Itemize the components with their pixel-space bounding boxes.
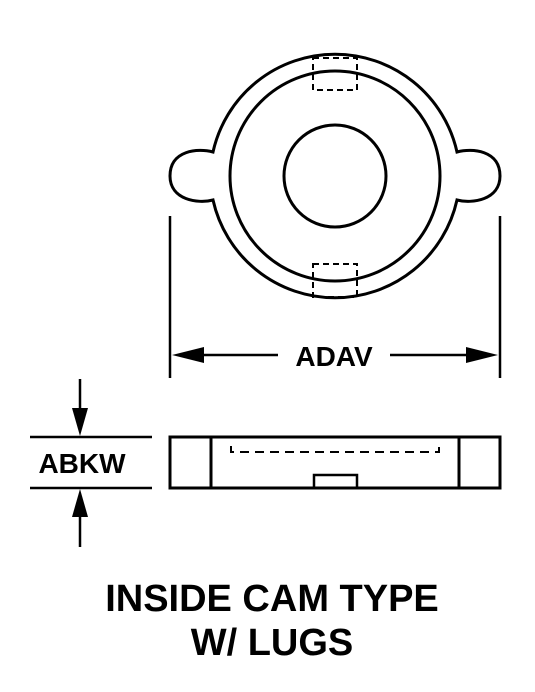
inner-ring — [228, 69, 442, 283]
caption: INSIDE CAM TYPE W/ LUGS — [105, 578, 439, 664]
width-dimension: ADAV — [168, 216, 502, 378]
width-dimension-label: ADAV — [295, 341, 373, 372]
arrowhead-left — [172, 347, 204, 363]
thickness-dimension: ABKW — [30, 379, 152, 547]
lug-notch — [312, 473, 359, 488]
center-bore — [282, 123, 388, 229]
hidden-cam-slot-bottom — [312, 263, 358, 298]
outer-body-with-lugs — [168, 52, 502, 300]
hidden-cam-groove — [230, 446, 440, 453]
caption-line-1: INSIDE CAM TYPE — [105, 578, 439, 620]
side-view — [168, 435, 502, 490]
caption-line-2: W/ LUGS — [191, 622, 354, 664]
top-view — [168, 52, 502, 300]
thickness-arrowhead-top — [72, 408, 88, 436]
arrowhead-right — [466, 347, 498, 363]
thickness-dimension-label: ABKW — [38, 448, 126, 479]
thickness-arrowhead-bottom — [72, 489, 88, 517]
side-body-outline — [168, 435, 502, 490]
hidden-cam-slot-top — [312, 57, 358, 91]
